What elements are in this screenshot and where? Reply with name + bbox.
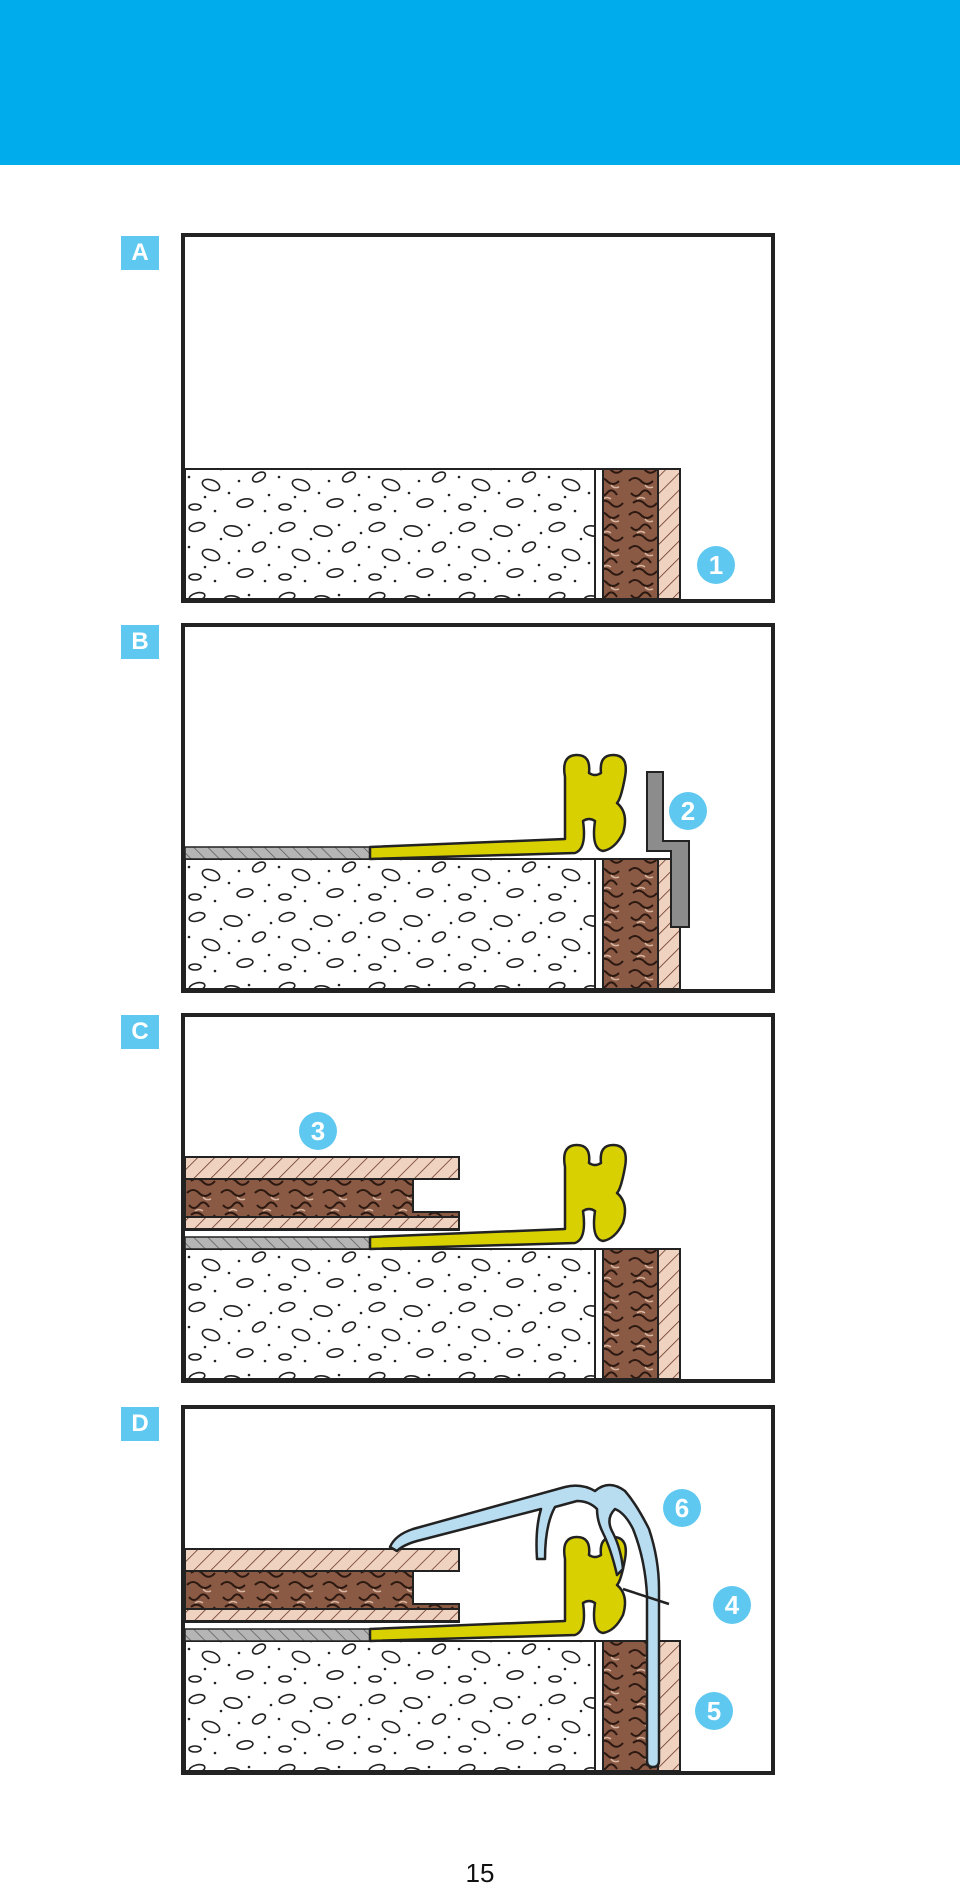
joint-strip	[594, 1248, 604, 1379]
panel-tag-c: C	[121, 1015, 159, 1049]
concrete-screed	[185, 1248, 596, 1379]
cover-profile	[388, 1483, 661, 1769]
header-band	[0, 0, 960, 165]
base-profile	[368, 753, 627, 861]
panel-tag-b: B	[121, 625, 159, 659]
floor-plank-bottom	[185, 1216, 460, 1230]
skirting-board	[657, 1640, 681, 1771]
floor-plank-bottom	[185, 1608, 460, 1622]
callout-3: 3	[299, 1112, 337, 1150]
page-number: 15	[465, 1858, 495, 1888]
cork-strip	[602, 1248, 659, 1379]
panel-a: 1	[181, 233, 775, 603]
panel-tag-d: D	[121, 1407, 159, 1441]
leader-line-4	[622, 1587, 670, 1606]
floor-plank-top	[185, 1156, 460, 1180]
base-profile	[368, 1143, 627, 1251]
callout-1: 1	[697, 546, 735, 584]
joint-strip	[594, 858, 604, 989]
panel-d: 6 4 5	[181, 1405, 775, 1775]
callout-2: 2	[669, 792, 707, 830]
concrete-screed	[185, 1640, 596, 1771]
panel-d-drawing	[185, 1483, 681, 1771]
underlay	[185, 1236, 371, 1250]
callout-4: 4	[713, 1586, 751, 1624]
callout-5: 5	[695, 1692, 733, 1730]
metal-bracket	[646, 771, 690, 928]
panel-c-drawing	[185, 1143, 681, 1379]
floor-plank-top	[185, 1548, 460, 1572]
panel-b: 2	[181, 623, 775, 993]
joint-strip	[594, 1640, 604, 1771]
base-profile	[368, 1535, 627, 1643]
skirting-board	[657, 468, 681, 599]
underlay	[185, 846, 371, 860]
panel-b-drawing	[185, 753, 690, 989]
skirting-board	[657, 1248, 681, 1379]
concrete-screed	[185, 858, 596, 989]
underlay	[185, 1628, 371, 1642]
joint-strip	[594, 468, 604, 599]
concrete-screed	[185, 468, 596, 599]
panel-c: 3	[181, 1013, 775, 1383]
callout-6: 6	[663, 1489, 701, 1527]
cork-strip	[602, 468, 659, 599]
cork-strip	[602, 858, 659, 989]
panel-a-drawing	[185, 468, 681, 599]
panel-tag-a: A	[121, 236, 159, 270]
